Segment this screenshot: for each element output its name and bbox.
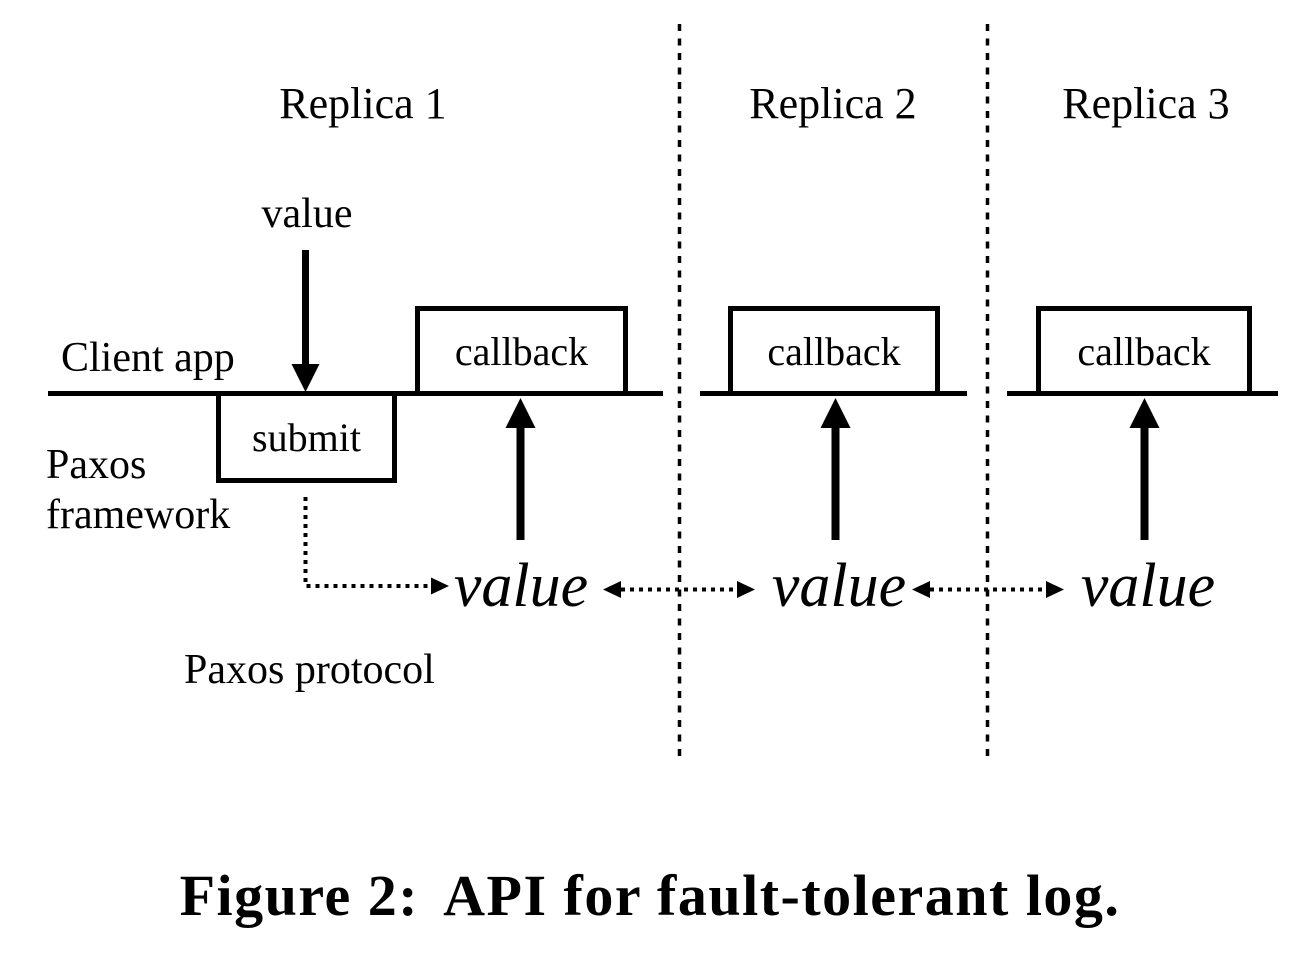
replica-1-title: Replica 1 bbox=[279, 79, 447, 128]
chosen-value-replica-1: value bbox=[453, 552, 589, 620]
client-app-label: Client app bbox=[61, 335, 235, 381]
submit-to-value-arrowhead bbox=[431, 577, 449, 595]
value-sync-arrow-1-2-left-head bbox=[603, 581, 621, 598]
value-input-arrowhead bbox=[291, 364, 320, 392]
value-to-callback-arrowhead-replica-1 bbox=[505, 398, 536, 428]
value-to-callback-arrowhead-replica-2 bbox=[820, 398, 851, 428]
replica-3-title: Replica 3 bbox=[1062, 79, 1230, 128]
callback-box-replica-3: callback bbox=[1036, 306, 1252, 396]
chosen-value-replica-2: value bbox=[771, 552, 907, 620]
submit-box: submit bbox=[216, 391, 397, 483]
replica-2-title: Replica 2 bbox=[749, 79, 917, 128]
value-to-callback-arrowhead-replica-3 bbox=[1129, 398, 1160, 428]
callback-box-replica-2: callback bbox=[728, 306, 940, 396]
paxos-protocol-label: Paxos protocol bbox=[184, 647, 435, 693]
value-sync-arrow-1-2-right-head bbox=[737, 581, 755, 598]
chosen-value-replica-3: value bbox=[1080, 552, 1216, 620]
input-value-label: value bbox=[261, 191, 353, 237]
figure-caption-text: API for fault-tolerant log. bbox=[443, 863, 1121, 928]
value-sync-arrow-2-3-right-head bbox=[1046, 581, 1064, 598]
submit-to-value-dotted-connector bbox=[303, 497, 433, 588]
figure-caption-number: Figure 2: bbox=[179, 863, 420, 928]
value-sync-arrow-2-3-left-head bbox=[912, 581, 930, 598]
callback-box-replica-1: callback bbox=[415, 306, 628, 396]
figure-caption: Figure 2: API for fault-tolerant log. bbox=[0, 862, 1300, 929]
paxos-framework-label: Paxos framework bbox=[46, 440, 230, 540]
paxos-framework-label-line2: framework bbox=[46, 492, 231, 538]
paxos-framework-label-line1: Paxos bbox=[46, 442, 147, 488]
